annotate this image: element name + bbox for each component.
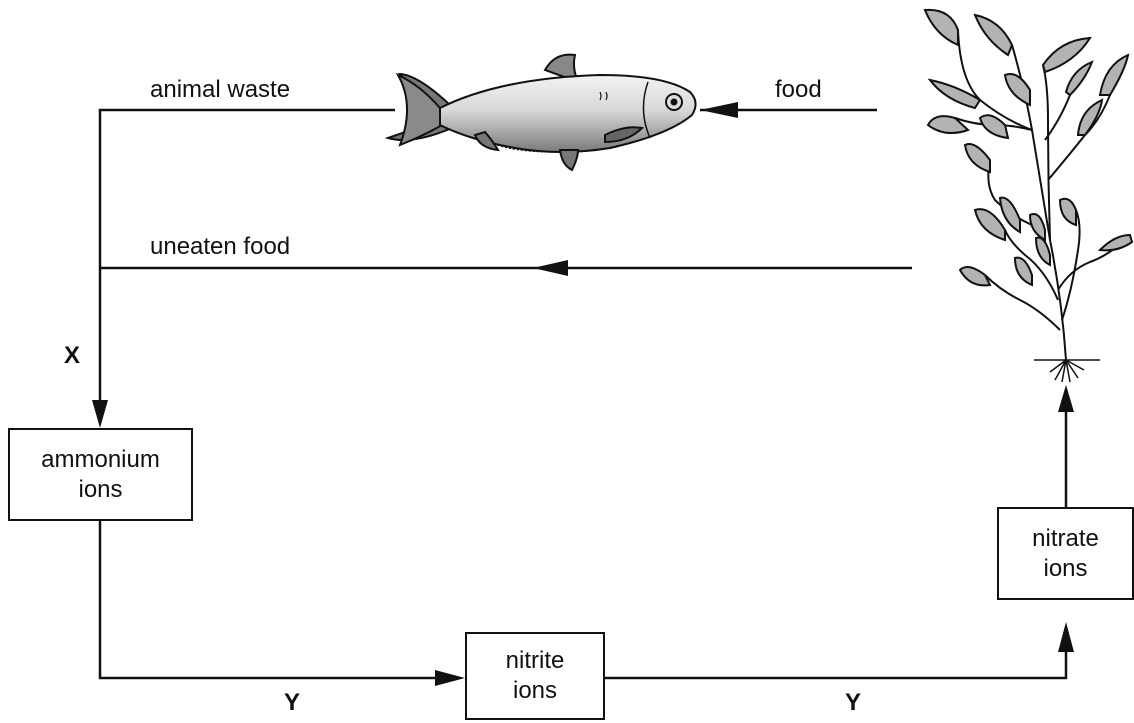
x-arrowhead	[92, 400, 108, 428]
uneaten-food-arrowhead	[533, 260, 568, 276]
nitrate-arrowhead	[1058, 622, 1074, 652]
nitrate-box-line1: nitrate	[1032, 524, 1099, 554]
ammonium-box-line1: ammonium	[41, 445, 160, 475]
ammonium-to-nitrite-line	[100, 521, 448, 678]
animal-waste-label: animal waste	[150, 77, 290, 103]
food-arrowhead	[700, 102, 738, 118]
ammonium-box-line2: ions	[78, 475, 122, 505]
nitrate-box-line2: ions	[1043, 554, 1087, 584]
food-label: food	[775, 77, 822, 103]
nitrate-ions-box: nitrate ions	[997, 507, 1134, 600]
uneaten-food-label: uneaten food	[150, 234, 290, 260]
aquatic-plant-icon	[925, 10, 1132, 382]
nitrite-box-line2: ions	[513, 676, 557, 706]
nitrite-arrowhead	[435, 670, 465, 686]
fish-icon	[388, 55, 696, 170]
plant-arrowhead	[1058, 385, 1074, 412]
nitrite-box-line1: nitrite	[506, 646, 565, 676]
y-label-left: Y	[284, 690, 300, 716]
nitrite-to-nitrate-line	[605, 640, 1066, 678]
nitrite-ions-box: nitrite ions	[465, 632, 605, 720]
y-label-right: Y	[845, 690, 861, 716]
ammonium-ions-box: ammonium ions	[8, 428, 193, 521]
x-label: X	[64, 343, 80, 369]
